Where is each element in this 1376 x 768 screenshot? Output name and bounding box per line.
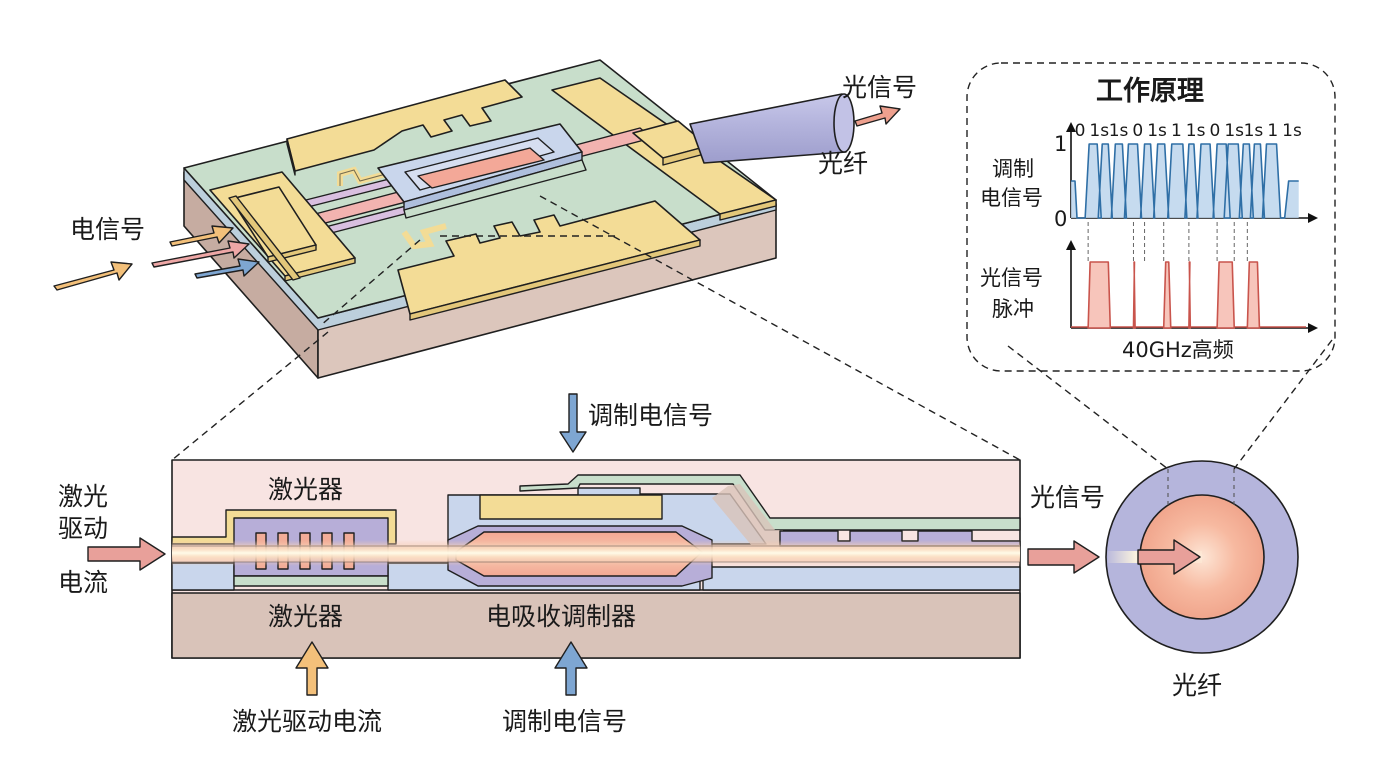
output-arrow-pink: [854, 105, 901, 127]
bit-label: 1s: [1186, 121, 1206, 141]
signal-ytick-1: 1: [1054, 132, 1067, 156]
fiber-cross-section: [1105, 460, 1299, 654]
modulation-signal-arrow-up: [554, 641, 588, 696]
fiber-label-3d: 光纤: [818, 149, 868, 178]
top-electrode-back: [286, 79, 523, 172]
zoom-line-left: [171, 331, 329, 461]
bit-label: 0: [1209, 121, 1220, 141]
laser-bottom-contact: [233, 575, 389, 587]
laser-label-bottom: 激光器: [268, 602, 343, 631]
bit-label: 1: [1267, 121, 1278, 141]
pulse-chart: [1066, 222, 1318, 333]
trace-loop-lower: [401, 223, 447, 250]
optical-pulse: [1188, 261, 1192, 329]
signal-chart: [1066, 122, 1318, 223]
optical-pulse: [1216, 261, 1236, 329]
laser-drive-label-line2: 驱动: [58, 514, 108, 543]
input-arrow-orange-outer: [53, 261, 133, 291]
zoom-line-right: [539, 195, 1021, 461]
eam-label: 电吸收调制器: [486, 602, 636, 631]
optical-pulse: [1246, 261, 1261, 329]
optical-pulse: [1087, 261, 1112, 329]
chip-output-label: 光信号: [842, 73, 917, 102]
frequency-label: 40GHz高频: [1122, 338, 1234, 362]
eam-active-region: [417, 147, 545, 189]
cross-top-signal-label: 调制电信号: [588, 401, 713, 430]
bit-label: 1s: [1089, 121, 1109, 141]
chip-3d: [183, 59, 855, 379]
optical-pulse: [1132, 261, 1136, 329]
laser-drive-label-line3: 电流: [58, 568, 108, 597]
bit-label: 1: [1171, 121, 1182, 141]
top-signal-arrow-blue: [559, 393, 587, 453]
signal-x-axis-arrowhead: [1308, 213, 1318, 223]
input-arrow-pink: [151, 240, 250, 268]
trace-loop-upper-outline: [339, 169, 387, 186]
optical-pulse: [1162, 261, 1172, 329]
fiber-input-arrow: [1137, 539, 1201, 575]
eam-green-contact: [519, 474, 1021, 531]
signal-ylabel-line1: 调制: [992, 157, 1034, 181]
pulse-x-axis-arrowhead: [1308, 323, 1318, 333]
left-electrode-large-edge: [284, 257, 356, 282]
laser-drive-arrow-up: [295, 641, 329, 696]
laser-drive-label-line1: 激光: [58, 482, 108, 511]
bit-label: 1s: [1147, 121, 1167, 141]
fiber-cross-label: 光纤: [1172, 671, 1222, 700]
principle-box: [966, 62, 1336, 372]
signal-y-axis-arrowhead: [1066, 122, 1076, 132]
bit-label: 0: [1075, 121, 1086, 141]
signal-ytick-0: 0: [1054, 207, 1067, 231]
eam-lower-layers: [403, 159, 587, 219]
left-electrode-rail: [228, 195, 301, 281]
bottom-modulation-label: 调制电信号: [502, 707, 627, 736]
chip-input-label: 电信号: [70, 215, 145, 244]
bottom-laser-drive-label: 激光驱动电流: [232, 707, 382, 736]
principle-zoom-line-left: [1007, 345, 1169, 470]
bottom-electrode-front-edge: [409, 239, 701, 321]
bit-label: 1s: [1109, 121, 1129, 141]
cross-output-label: 光信号: [1030, 483, 1105, 512]
laser-drive-arrow: [87, 537, 166, 571]
bit-label: 0: [1132, 121, 1143, 141]
top-electrode-back-edge: [286, 138, 296, 176]
right-electrode-pad-edge: [719, 199, 777, 221]
pulse-y-axis-arrowhead: [1066, 240, 1076, 250]
lower-cladding-left: [171, 562, 235, 591]
principle-title: 工作原理: [1096, 76, 1204, 107]
fiber-cylinder: [689, 93, 855, 164]
principle-zoom-line-right: [1233, 339, 1333, 470]
cross-output-arrow: [1027, 540, 1100, 574]
bit-label: 1s: [1244, 121, 1264, 141]
pulse-ylabel-line1: 光信号: [980, 266, 1043, 290]
signal-waveform-line: [1071, 143, 1299, 219]
pulse-ylabel-line2: 脉冲: [992, 297, 1034, 321]
zoom-line-inner: [319, 239, 421, 327]
signal-ylabel-line2: 电信号: [980, 186, 1043, 210]
bit-label: 1s: [1282, 121, 1302, 141]
lower-cladding-right: [702, 566, 1021, 591]
input-arrow-orange: [169, 225, 234, 247]
input-arrow-blue: [194, 258, 260, 279]
eam-side-brown: [712, 484, 783, 546]
laser-label-top: 激光器: [268, 475, 343, 504]
bit-label: 1s: [1224, 121, 1244, 141]
eam-top-electrode: [479, 494, 663, 520]
